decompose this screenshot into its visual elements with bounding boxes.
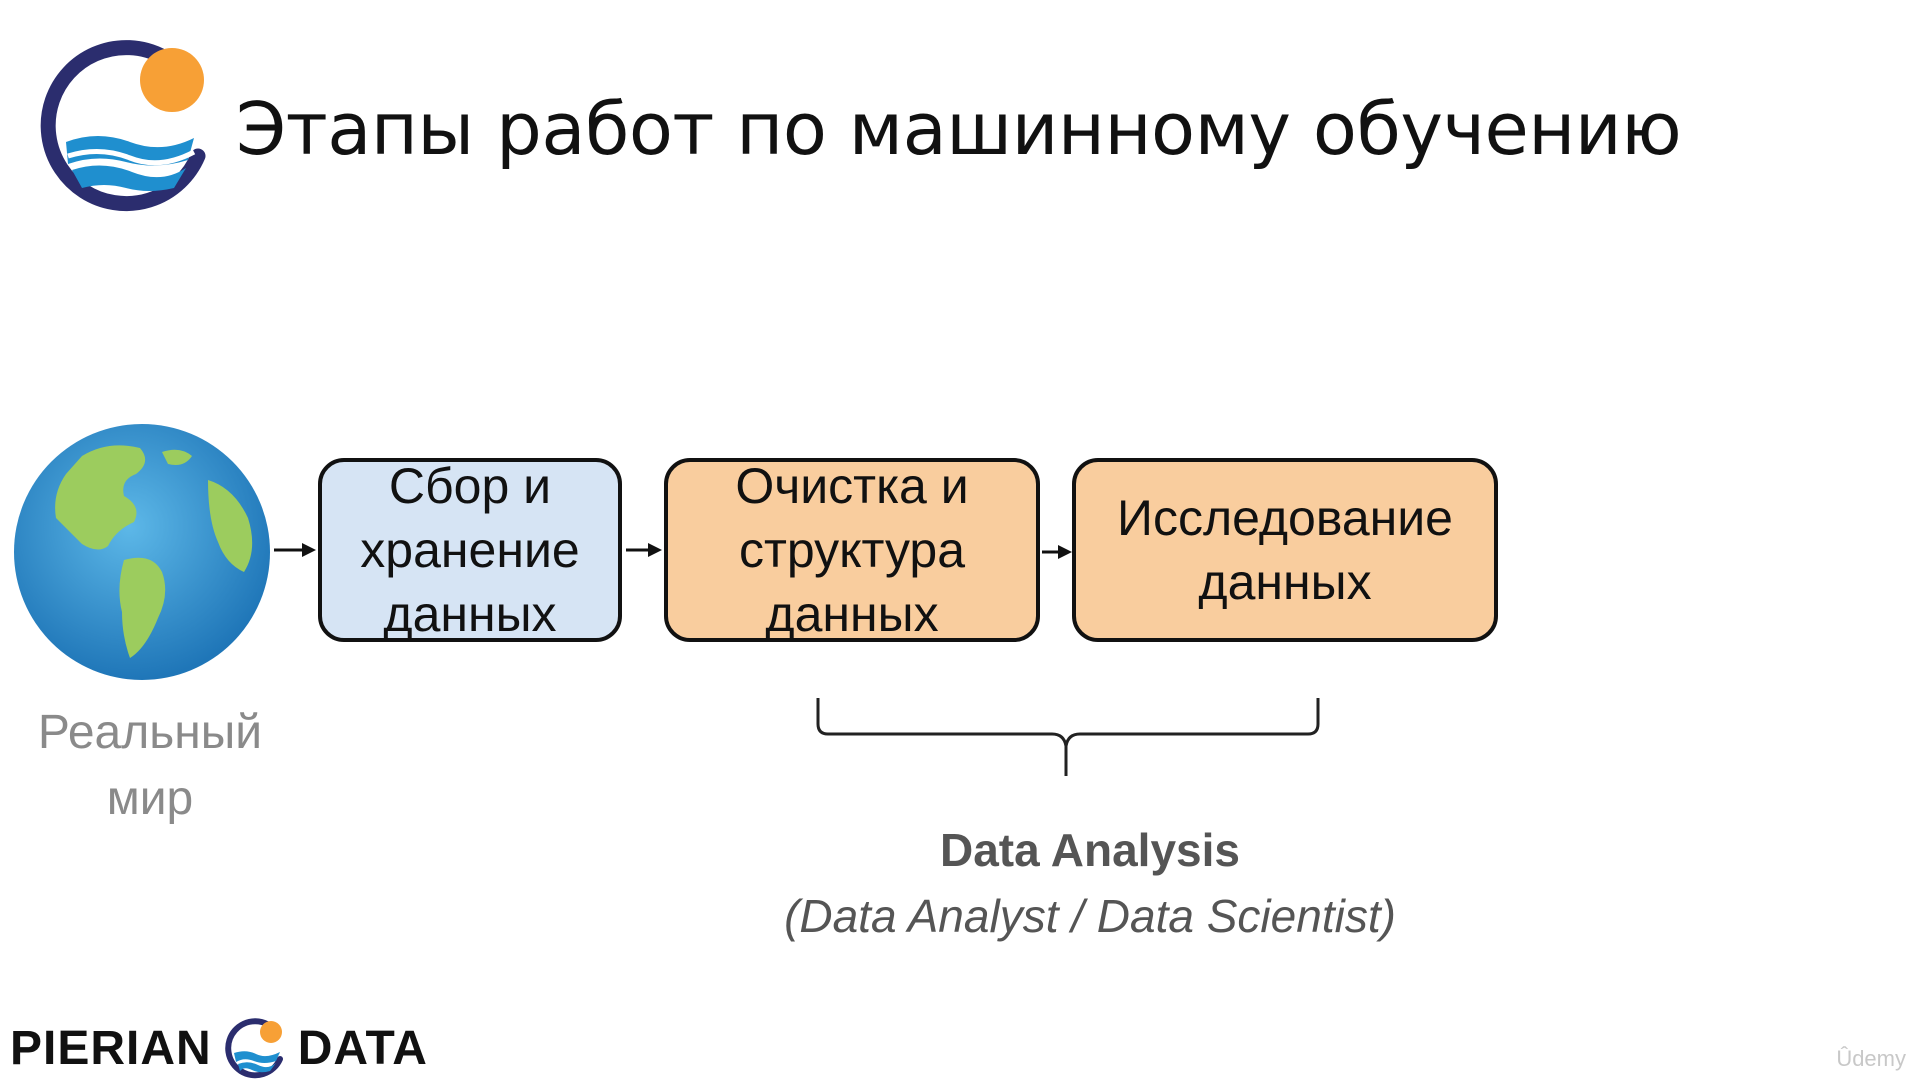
data-analysis-title: Data Analysis — [940, 824, 1240, 876]
brand-footer: PIERIAN DATA — [10, 1012, 428, 1084]
arrow-collect-to-clean — [626, 543, 662, 557]
stage-box-line: Очистка и — [735, 458, 969, 514]
brand-text-left: PIERIAN — [10, 1021, 212, 1075]
brand-text-right: DATA — [297, 1021, 428, 1075]
data-analysis-subtitle: (Data Analyst / Data Scientist) — [784, 890, 1396, 942]
page-title: Этапы работ по машинному обучению — [236, 87, 1682, 171]
stage-box-line: данных — [1198, 554, 1372, 610]
real-world-label-line1: Реальный — [37, 706, 263, 759]
stage-box-line: данных — [765, 586, 939, 642]
stage-box-clean-structure: Очистка и структура данных — [664, 458, 1040, 642]
pierian-data-small-logo-icon — [224, 1018, 283, 1079]
curly-brace-icon — [816, 698, 1320, 776]
earth-globe-icon — [14, 424, 270, 680]
stage-box-line: Исследование — [1117, 490, 1453, 546]
pierian-data-logo-icon — [40, 40, 206, 211]
real-world-label: Реальный мир — [20, 700, 280, 832]
arrow-clean-to-explore — [1042, 545, 1072, 559]
stage-box-explore: Исследование данных — [1072, 458, 1498, 642]
udemy-watermark: Ûdemy — [1836, 1046, 1906, 1071]
stage-box-collect-store: Сбор и хранение данных — [318, 458, 622, 642]
stage-box-line: Сбор и — [388, 458, 552, 514]
stage-box-line: данных — [383, 586, 557, 642]
stage-box-line: хранение — [360, 522, 580, 578]
stage-box-line: структура — [738, 522, 966, 578]
real-world-label-line2: мир — [106, 772, 194, 825]
arrow-world-to-collect — [274, 543, 316, 557]
